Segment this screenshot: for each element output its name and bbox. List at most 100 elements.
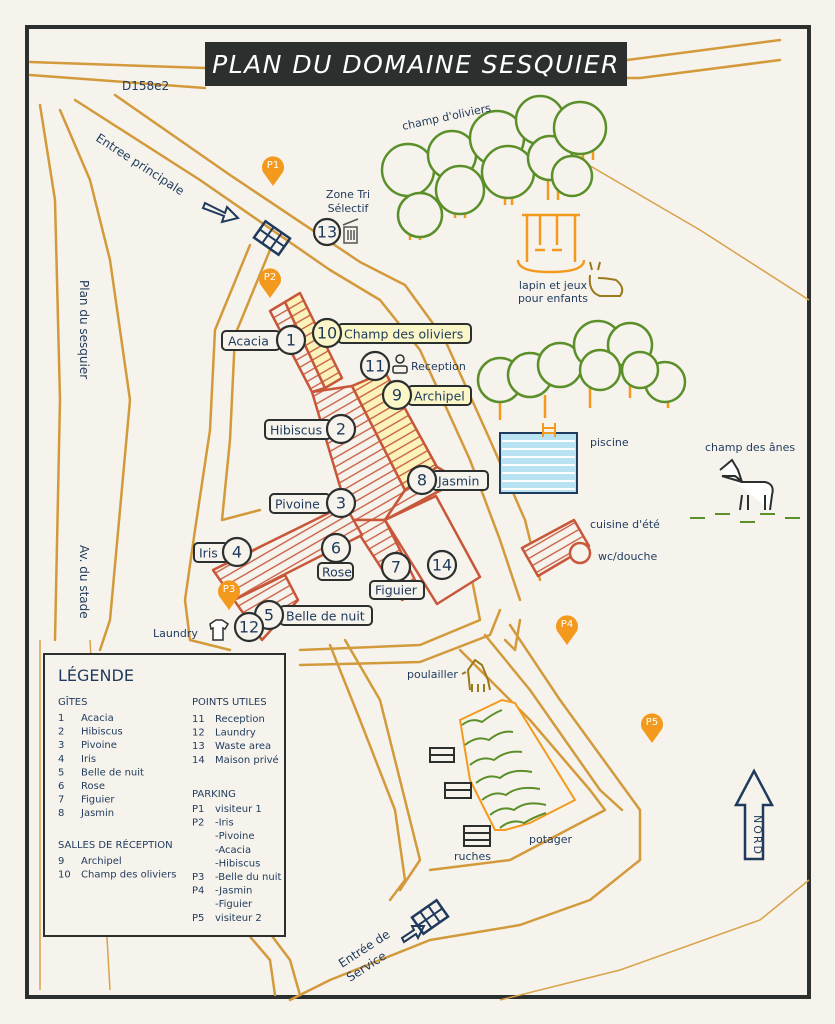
legend-parking-name: -Figuier	[215, 899, 253, 910]
legend-gites-name: Hibiscus	[81, 727, 123, 738]
olive-grove-middle	[476, 319, 687, 420]
laundry-shirt-icon	[209, 619, 230, 641]
badge-10[interactable]: Champ des oliviers 10	[311, 317, 472, 349]
legend-gites-num: 5	[58, 767, 64, 778]
legend-parking-name: -Pivoine	[215, 831, 255, 842]
svg-text:Acacia: Acacia	[228, 334, 269, 349]
building-cuisine-ete	[520, 518, 591, 578]
badge-1[interactable]: Acacia 1	[221, 324, 307, 356]
legend-gites-name: Figuier	[81, 795, 115, 806]
legend-points-name: Maison privé	[215, 754, 279, 766]
label-cuisine-ete: cuisine d'été	[590, 518, 660, 531]
road-label-av-stade: Av. du stade	[77, 545, 91, 619]
legend-gites-name: Belle de nuit	[81, 767, 144, 778]
legend-parking-num: P1	[192, 804, 204, 815]
legend-parking-name: visiteur 2	[215, 913, 262, 924]
svg-text:Belle de nuit: Belle de nuit	[286, 609, 365, 624]
road-label-d158: D158e2	[122, 79, 169, 93]
badge-13[interactable]: 13	[312, 217, 342, 247]
legend-parking-num: P5	[192, 913, 204, 924]
svg-text:3: 3	[336, 494, 346, 513]
legend-salles-name: Champ des oliviers	[81, 870, 176, 881]
label-wc-douche: wc/douche	[598, 550, 657, 563]
chicken-icon	[461, 658, 491, 692]
badge-14[interactable]: 14	[426, 549, 458, 581]
svg-text:14: 14	[432, 556, 452, 575]
swimming-pool	[499, 423, 578, 494]
badge-7[interactable]: 7 Figuier	[369, 551, 425, 600]
badge-3[interactable]: Pivoine 3	[269, 487, 357, 519]
badge-8[interactable]: Jasmin 8	[406, 464, 489, 496]
svg-text:P1: P1	[267, 160, 279, 171]
badge-12[interactable]: 12	[233, 611, 265, 643]
legend-points-name: Laundry	[215, 728, 256, 739]
trash-icon	[342, 218, 359, 244]
legend-gites-num: 8	[58, 808, 64, 819]
svg-text:6: 6	[331, 539, 341, 558]
svg-text:4: 4	[232, 543, 242, 562]
label-champ-anes: champ des ânes	[705, 441, 795, 454]
svg-text:Iris: Iris	[199, 546, 218, 561]
legend-gites-num: 6	[58, 781, 64, 792]
legend-gites-num: 7	[58, 795, 64, 806]
vegetable-garden	[458, 698, 577, 831]
legend-gites-num: 3	[58, 740, 64, 751]
donkey-icon	[719, 458, 774, 511]
legend-gites-name: Pivoine	[81, 740, 117, 751]
badge-6[interactable]: 6 Rose	[317, 532, 354, 581]
legend-parking-name: -Jasmin	[215, 886, 252, 897]
parking-pin-p1[interactable]: P1	[262, 156, 284, 186]
legend-points-num: 11	[192, 714, 205, 725]
svg-text:12: 12	[239, 618, 259, 637]
svg-text:P5: P5	[646, 717, 658, 728]
beehive-icons	[429, 747, 491, 847]
legend-points-num: 14	[192, 755, 205, 766]
badge-5[interactable]: Belle de nuit 5	[253, 599, 373, 631]
main-gate-icon	[252, 219, 292, 257]
svg-text:Figuier: Figuier	[375, 583, 418, 598]
building-maison-privee	[383, 494, 482, 606]
parking-pin-p4[interactable]: P4	[556, 615, 578, 645]
swing-playground-icon	[516, 213, 586, 274]
legend-salles-heading: SALLES DE RÉCEPTION	[58, 838, 173, 851]
label-potager: potager	[529, 833, 573, 846]
parking-pin-p2[interactable]: P2	[259, 268, 281, 298]
label-nord: NORD	[751, 815, 764, 856]
label-lapin-2: pour enfants	[518, 292, 588, 305]
svg-text:5: 5	[264, 606, 274, 625]
legend-parking-name: -Belle du nuit	[215, 872, 281, 883]
svg-text:P4: P4	[561, 619, 573, 630]
grass-marks	[690, 513, 800, 523]
legend-gites-num: 2	[58, 727, 64, 738]
svg-text:Jasmin: Jasmin	[437, 474, 479, 489]
svg-text:10: 10	[317, 324, 337, 343]
label-zone-tri-2: Sélectif	[328, 202, 370, 215]
svg-text:9: 9	[392, 386, 402, 405]
label-lapin-1: lapin et jeux	[519, 279, 588, 292]
legend-points-name: Reception	[215, 714, 265, 725]
badge-4[interactable]: Iris 4	[193, 536, 253, 568]
legend-salles-name: Archipel	[81, 856, 122, 867]
legend-parking-heading: PARKING	[192, 789, 236, 800]
badge-2[interactable]: Hibiscus 2	[264, 413, 357, 445]
parking-pin-p5[interactable]: P5	[640, 713, 663, 743]
legend-points-heading: POINTS UTILES	[192, 697, 267, 708]
label-reception: Reception	[411, 360, 466, 373]
legend-salles-num: 9	[58, 856, 64, 867]
legend-parking-name: -Acacia	[215, 845, 251, 856]
legend-parking-name: visiteur 1	[215, 804, 262, 815]
building-wc-douche	[568, 541, 592, 565]
legend-gites-name: Iris	[81, 754, 96, 765]
legend-parking-num: P3	[192, 872, 204, 883]
badge-11[interactable]: 11	[359, 350, 391, 382]
svg-text:8: 8	[417, 471, 427, 490]
legend-points-num: 12	[192, 728, 205, 739]
label-laundry: Laundry	[153, 627, 198, 640]
parking-pin-p3[interactable]: P3	[218, 580, 240, 610]
svg-text:2: 2	[336, 420, 346, 439]
road-label-plan-sesquier: Plan du sesquier	[77, 280, 91, 379]
badge-9[interactable]: Archipel 9	[381, 379, 472, 411]
rabbit-icon	[588, 261, 624, 297]
legend-gites-num: 1	[58, 713, 64, 724]
legend-gites-name: Rose	[81, 781, 105, 792]
